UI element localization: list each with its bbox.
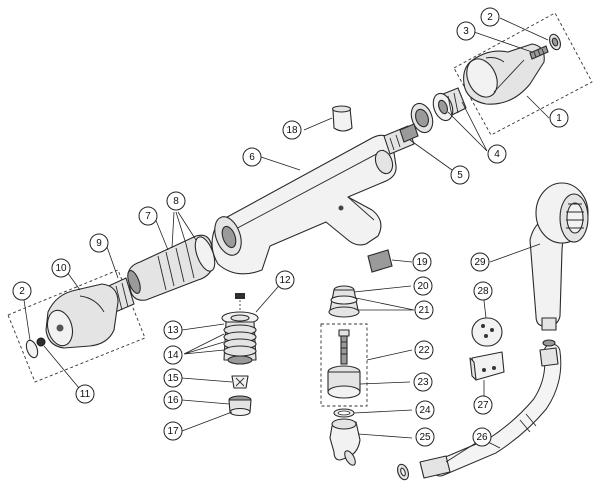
callout-label-11: 11	[80, 389, 91, 400]
left-handle	[45, 283, 119, 349]
callout-label-6: 6	[249, 152, 255, 163]
left-handle-group-box	[7, 269, 146, 383]
callout-circle-7	[138, 206, 158, 226]
waste-nut	[228, 395, 252, 417]
mixer-body	[211, 134, 397, 275]
callout-label-27: 27	[477, 400, 489, 411]
callout-circle-27	[473, 395, 493, 415]
callout-circle-9	[89, 233, 109, 253]
callout-group: 1234567891011121314151617181920212223242…	[12, 7, 569, 447]
callout-label-7: 7	[145, 211, 151, 222]
callout-label-18: 18	[286, 125, 298, 136]
callout-label-23: 23	[417, 377, 429, 388]
right-splines	[410, 87, 467, 134]
hose-elbow	[329, 418, 361, 466]
diverter-oring	[333, 408, 355, 418]
leader-lines	[23, 17, 550, 463]
callout-circle-21	[414, 300, 434, 320]
right-cap	[549, 33, 561, 51]
callout-label-17: 17	[167, 426, 179, 437]
callout-circle-5	[450, 165, 470, 185]
callout-circle-1	[549, 108, 569, 128]
callout-label-16: 16	[167, 395, 179, 406]
callout-circle-4	[487, 144, 507, 164]
callout-circle-8	[166, 191, 186, 211]
callout-label-15: 15	[167, 373, 179, 384]
callout-label-19: 19	[416, 257, 428, 268]
waste-body	[223, 321, 257, 365]
callout-circle-2	[480, 7, 500, 27]
callout-label-12: 12	[279, 275, 291, 286]
callout-label-21: 21	[418, 305, 430, 316]
callout-circle-24	[415, 400, 435, 420]
callout-label-10: 10	[55, 263, 67, 274]
callout-circle-19	[412, 252, 432, 272]
callout-label-8: 8	[173, 196, 179, 207]
callout-circle-6	[242, 147, 262, 167]
callout-label-4: 4	[494, 149, 500, 160]
callout-circle-2-left	[12, 281, 32, 301]
callout-circle-17	[163, 421, 183, 441]
right-spindle	[383, 123, 419, 155]
callout-circle-28	[473, 281, 493, 301]
bracket-cover	[471, 317, 503, 347]
callout-circle-26	[472, 427, 492, 447]
callout-label-25: 25	[419, 432, 431, 443]
callout-circle-16	[163, 390, 183, 410]
callout-label-9: 9	[96, 238, 102, 249]
callout-circle-18	[282, 120, 302, 140]
shower-hose	[397, 339, 562, 481]
right-handle-screw	[529, 45, 549, 60]
callout-label-2-left: 2	[19, 286, 25, 297]
callout-circle-10	[51, 258, 71, 278]
right-handle	[463, 43, 545, 105]
left-cap	[25, 339, 39, 359]
callout-circle-13	[163, 320, 183, 340]
callout-circle-14	[163, 345, 183, 365]
callout-label-5: 5	[457, 170, 463, 181]
callout-label-13: 13	[167, 325, 179, 336]
left-screw	[36, 337, 46, 347]
callout-circle-11	[75, 384, 95, 404]
shower-handset	[529, 182, 589, 331]
cartridge-group-box	[320, 323, 368, 407]
valve-plug	[331, 105, 353, 132]
callout-circle-22	[414, 340, 434, 360]
right-handle-group-box	[453, 12, 593, 136]
callout-circle-15	[163, 368, 183, 388]
callout-label-1: 1	[556, 113, 562, 124]
callout-label-24: 24	[419, 405, 431, 416]
callout-circle-20	[413, 276, 433, 296]
callout-label-28: 28	[477, 286, 489, 297]
diverter-head	[328, 285, 360, 318]
callout-circle-12	[275, 270, 295, 290]
callout-circle-3	[456, 21, 476, 41]
wall-bracket	[469, 351, 505, 381]
callout-circle-25	[415, 427, 435, 447]
callout-label-14: 14	[167, 350, 179, 361]
waste-plug	[231, 375, 249, 389]
callout-label-2: 2	[487, 12, 493, 23]
diverter-cartridge	[327, 329, 361, 399]
callout-label-22: 22	[418, 345, 430, 356]
diverter-spacer	[367, 249, 393, 273]
callout-circle-23	[413, 372, 433, 392]
callout-label-26: 26	[476, 432, 488, 443]
callout-circle-29	[470, 252, 490, 272]
callout-label-20: 20	[417, 281, 429, 292]
callout-label-29: 29	[474, 257, 486, 268]
waste-flange	[221, 293, 259, 325]
thermo-cartridge	[127, 234, 216, 301]
callout-label-3: 3	[463, 26, 469, 37]
